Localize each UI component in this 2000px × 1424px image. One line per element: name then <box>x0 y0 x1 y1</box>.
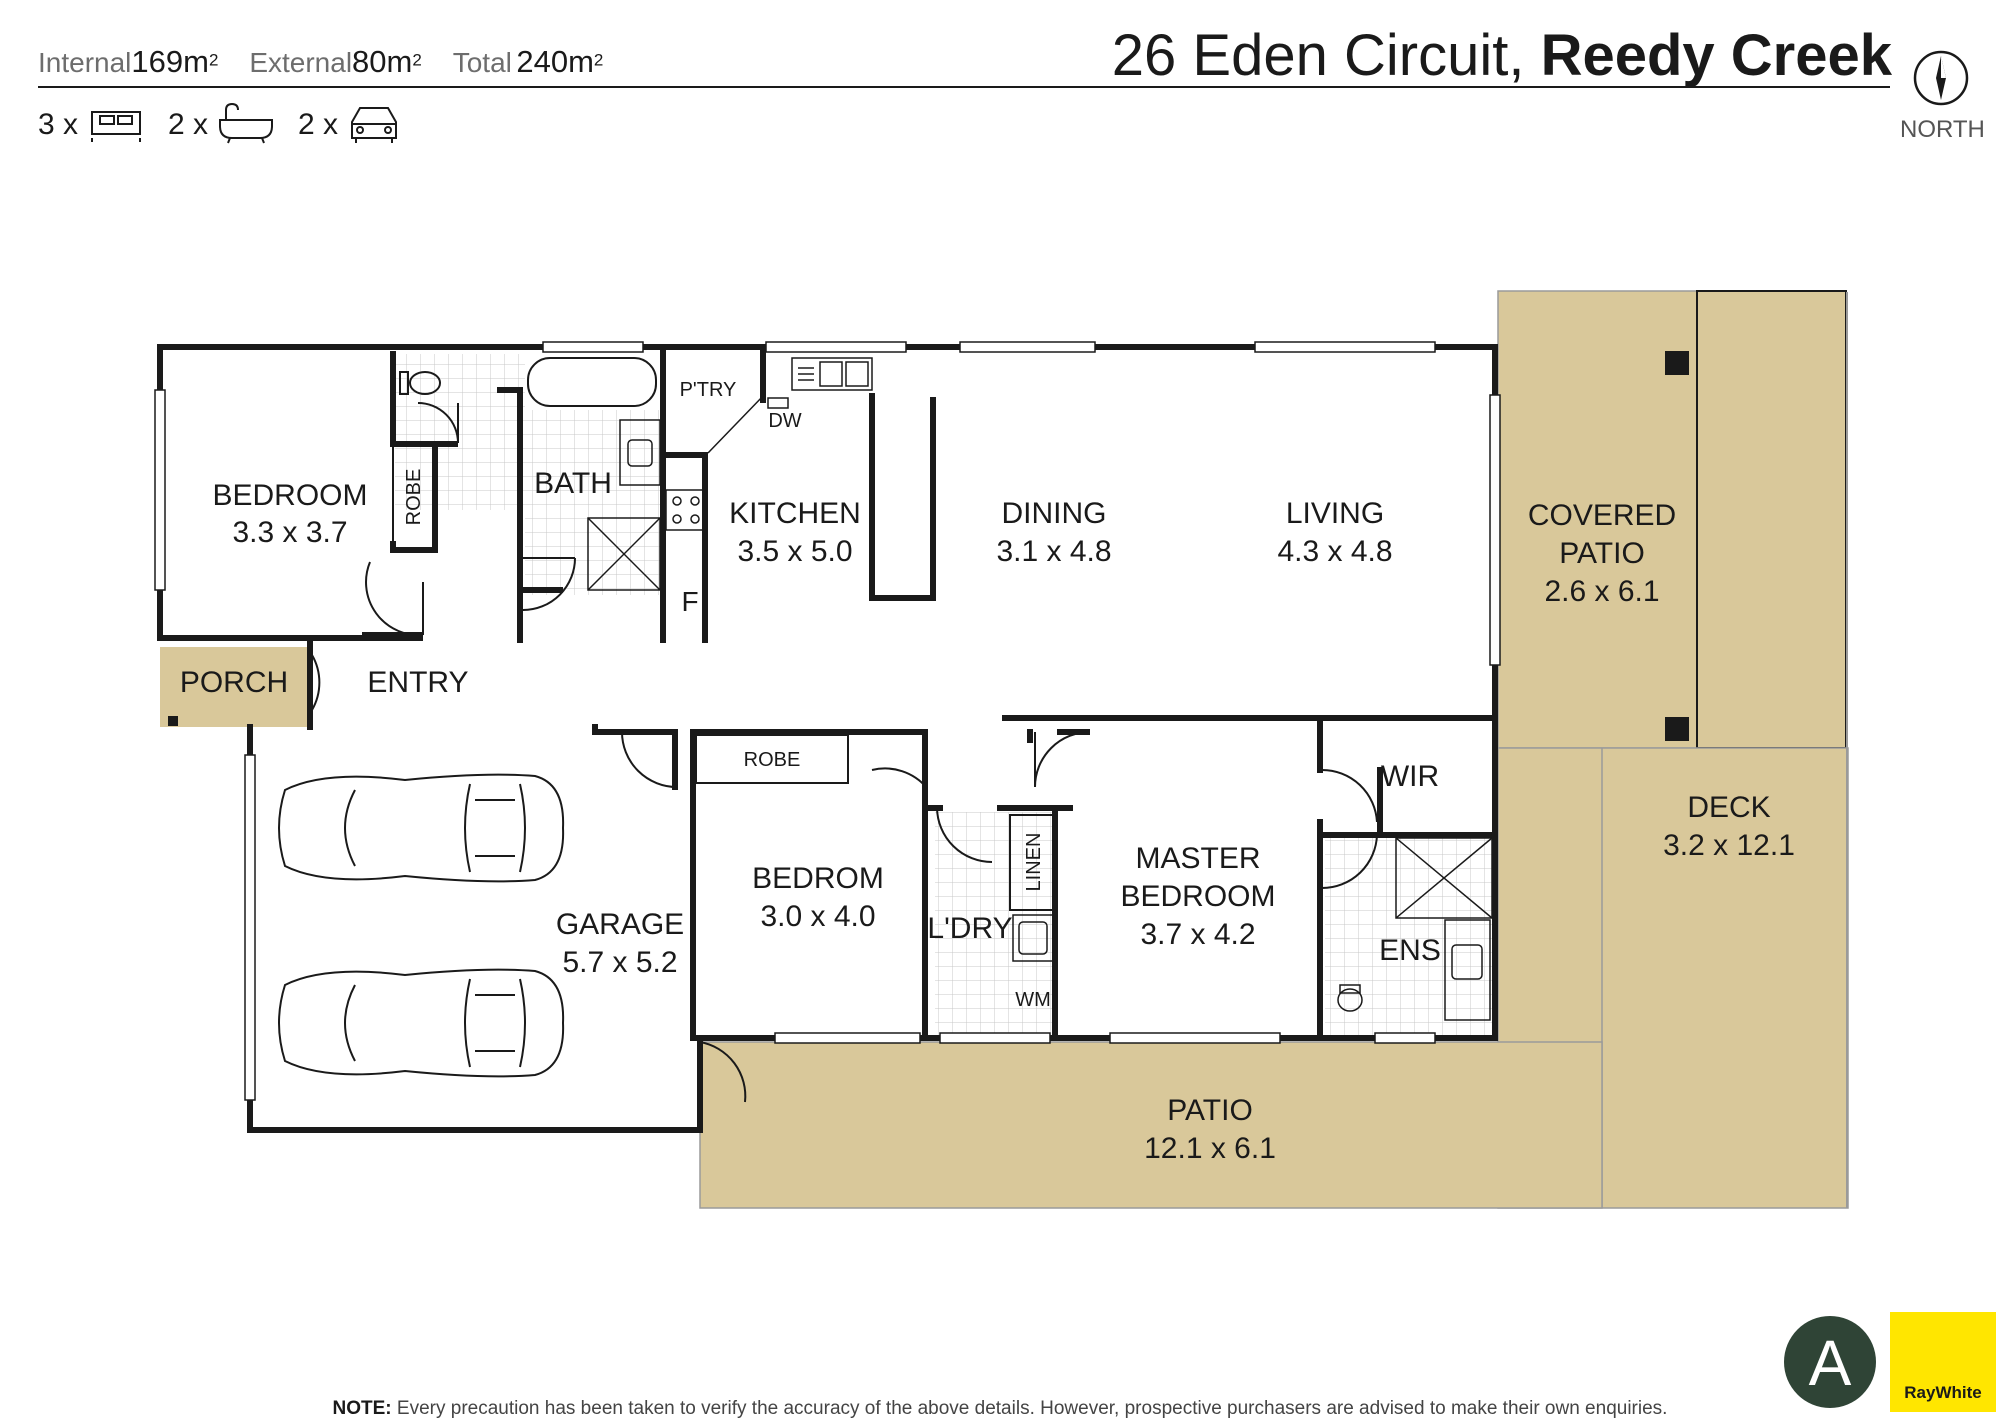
area-unit-sup: 2 <box>593 50 604 70</box>
laundry-fixtures <box>1012 914 1054 962</box>
post <box>1665 717 1689 741</box>
robe2-label: ROBE <box>744 749 801 771</box>
address-street: 26 Eden Circuit, <box>1111 23 1525 88</box>
internal-value: 169m <box>131 44 209 79</box>
area-unit-sup: 2 <box>208 50 219 70</box>
disclaimer-note: NOTE: Every precaution has been taken to… <box>0 1398 2000 1420</box>
laundry-label: L'DRY <box>927 912 1012 945</box>
agency-monogram: A <box>1809 1327 1852 1399</box>
master-name: MASTER <box>1135 842 1260 875</box>
deck-dim: 3.2 x 12.1 <box>1663 829 1795 862</box>
internal-label: Internal <box>38 47 132 78</box>
patio-name: PATIO <box>1167 1094 1253 1127</box>
pantry-diagonal <box>707 394 789 454</box>
bathtub-icon <box>527 357 657 407</box>
north-label: NORTH <box>1900 116 1985 143</box>
post <box>1665 351 1689 375</box>
area-unit-sup: 2 <box>412 50 422 70</box>
walls <box>157 344 1498 1133</box>
bedroom2-dim: 3.0 x 4.0 <box>760 900 875 933</box>
linen-label: LINEN <box>1023 833 1045 892</box>
cooktop-icon <box>665 489 707 531</box>
bedroom1-dim: 3.3 x 3.7 <box>232 516 347 549</box>
agency-logo: A <box>1784 1316 1876 1408</box>
dining-name: DINING <box>1002 497 1107 530</box>
area-summary: Internal169m2 External80m2 Total 240m2 <box>38 44 603 80</box>
header-divider <box>38 86 1890 88</box>
kitchen-name: KITCHEN <box>729 497 861 530</box>
address-suburb: Reedy Creek <box>1540 23 1892 88</box>
windows <box>154 341 1501 1101</box>
bed-icon <box>91 111 141 142</box>
ensuite-fixtures <box>1337 837 1493 1021</box>
bath-icon <box>219 102 273 144</box>
pantry-label: P'TRY <box>680 379 737 401</box>
car-count: 2 x <box>298 108 339 141</box>
bath-label: BATH <box>534 467 612 500</box>
car-icon <box>278 773 565 883</box>
garage-name: GARAGE <box>556 908 684 941</box>
robe1-label: ROBE <box>403 469 425 526</box>
robe-box <box>392 443 1056 911</box>
brand-name: RayWhite <box>1904 1383 1981 1402</box>
bed-count: 3 x <box>38 108 79 141</box>
car-icon <box>351 107 397 143</box>
note-text: Every precaution has been taken to verif… <box>391 1398 1668 1419</box>
bedroom2-name: BEDROM <box>752 862 884 895</box>
raywhite-logo: RayWhite <box>1890 1312 1996 1412</box>
covered-patio-area <box>1497 290 1847 749</box>
compass-icon <box>1913 50 1969 106</box>
dining-dim: 3.1 x 4.8 <box>996 535 1111 568</box>
covered-patio-name: PATIO <box>1559 537 1645 570</box>
ens-label: ENS <box>1379 934 1441 967</box>
kitchen-dim: 3.5 x 5.0 <box>737 535 852 568</box>
tiled-floors <box>395 354 1495 1037</box>
garage-dim: 5.7 x 5.2 <box>562 946 677 979</box>
patio-dim: 12.1 x 6.1 <box>1144 1132 1276 1165</box>
master-name: BEDROOM <box>1120 880 1275 913</box>
toilet-icon <box>399 371 441 395</box>
fridge-label: F <box>681 586 698 617</box>
total-label: Total <box>452 47 512 78</box>
living-dim: 4.3 x 4.8 <box>1277 535 1392 568</box>
bath-count: 2 x <box>168 108 209 141</box>
covered-patio-dim: 2.6 x 6.1 <box>1544 575 1659 608</box>
total-value: 240m <box>516 44 594 79</box>
dishwasher-label: DW <box>768 410 801 432</box>
shower-icon <box>587 517 661 591</box>
external-label: External <box>249 47 353 78</box>
entry-label: ENTRY <box>367 666 468 699</box>
covered-patio-name: COVERED <box>1528 499 1676 532</box>
note-prefix: NOTE: <box>332 1398 392 1419</box>
sink-icon <box>791 357 873 391</box>
wir-label: WIR <box>1381 760 1439 793</box>
patio-area <box>699 1041 1603 1209</box>
porch-label: PORCH <box>180 666 288 699</box>
bedroom1-name: BEDROOM <box>212 479 367 512</box>
vanity-icon <box>619 419 661 486</box>
doors <box>311 402 1378 1103</box>
deck-name: DECK <box>1687 791 1770 824</box>
car-icon <box>278 968 565 1078</box>
wm-label: WM <box>1015 989 1051 1011</box>
master-dim: 3.7 x 4.2 <box>1140 918 1255 951</box>
external-value: 80m <box>352 44 413 79</box>
porch-area <box>160 647 310 727</box>
property-address: 26 Eden Circuit, Reedy Creek <box>1112 22 1892 89</box>
living-name: LIVING <box>1286 497 1384 530</box>
